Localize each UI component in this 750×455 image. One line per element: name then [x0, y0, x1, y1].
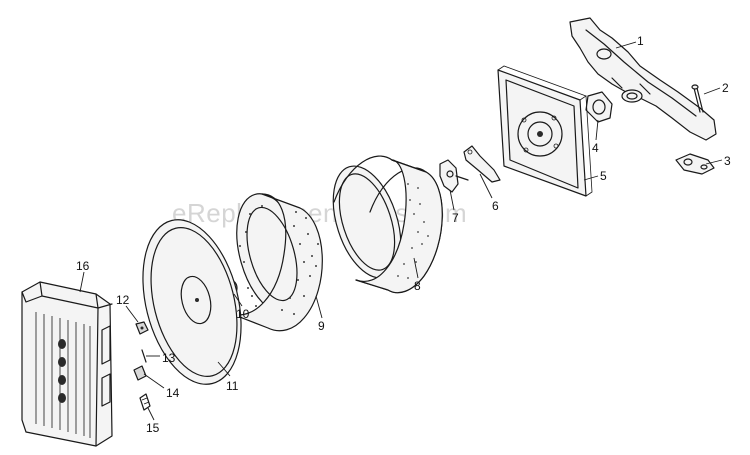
part-intake-manifold [569, 17, 717, 141]
leader-8 [413, 257, 419, 279]
leader-14 [143, 373, 165, 389]
part-pin [141, 349, 147, 363]
leader-6 [479, 173, 493, 199]
part-retainer [133, 365, 147, 381]
leader-11 [217, 361, 231, 377]
callout-13: 13 [162, 351, 176, 365]
leader-lines [79, 41, 723, 421]
part-air-cleaner-base [497, 65, 593, 197]
callout-9: 9 [318, 319, 325, 333]
leader-9 [315, 295, 323, 319]
leader-7 [449, 189, 455, 211]
callout-11: 11 [226, 379, 239, 393]
leader-4 [595, 119, 599, 141]
callout-10: 10 [236, 307, 250, 321]
callout-labels: 1 2 3 4 5 6 7 8 9 10 11 12 13 14 15 16 [76, 34, 731, 435]
part-breather-valve [439, 159, 469, 193]
callout-14: 14 [166, 386, 180, 400]
leader-16 [79, 271, 85, 293]
leader-12 [125, 305, 139, 323]
part-clip [135, 321, 149, 335]
part-bracket [463, 145, 501, 183]
callout-7: 7 [452, 211, 459, 225]
callout-15: 15 [146, 421, 160, 435]
callout-16: 16 [76, 259, 90, 273]
leader-5 [583, 175, 599, 181]
callout-6: 6 [492, 199, 499, 213]
leader-10 [233, 293, 243, 307]
callout-3: 3 [724, 154, 731, 168]
callout-8: 8 [414, 279, 421, 293]
part-bolt [691, 84, 704, 113]
part-air-cleaner-cover [142, 219, 242, 385]
callout-12: 12 [116, 293, 130, 307]
part-spring-clip [139, 393, 151, 411]
part-filter-element [231, 193, 323, 332]
leader-15 [147, 407, 155, 421]
callout-5: 5 [600, 169, 607, 183]
part-outer-filter [332, 155, 443, 294]
part-gasket [585, 91, 613, 123]
callout-1: 1 [637, 34, 644, 48]
leader-3 [705, 159, 723, 165]
part-flange-gasket [675, 153, 715, 175]
leader-1 [615, 41, 637, 49]
callout-4: 4 [592, 141, 599, 155]
part-outer-shroud [21, 281, 113, 447]
callout-2: 2 [722, 81, 729, 95]
leader-2 [703, 87, 721, 95]
